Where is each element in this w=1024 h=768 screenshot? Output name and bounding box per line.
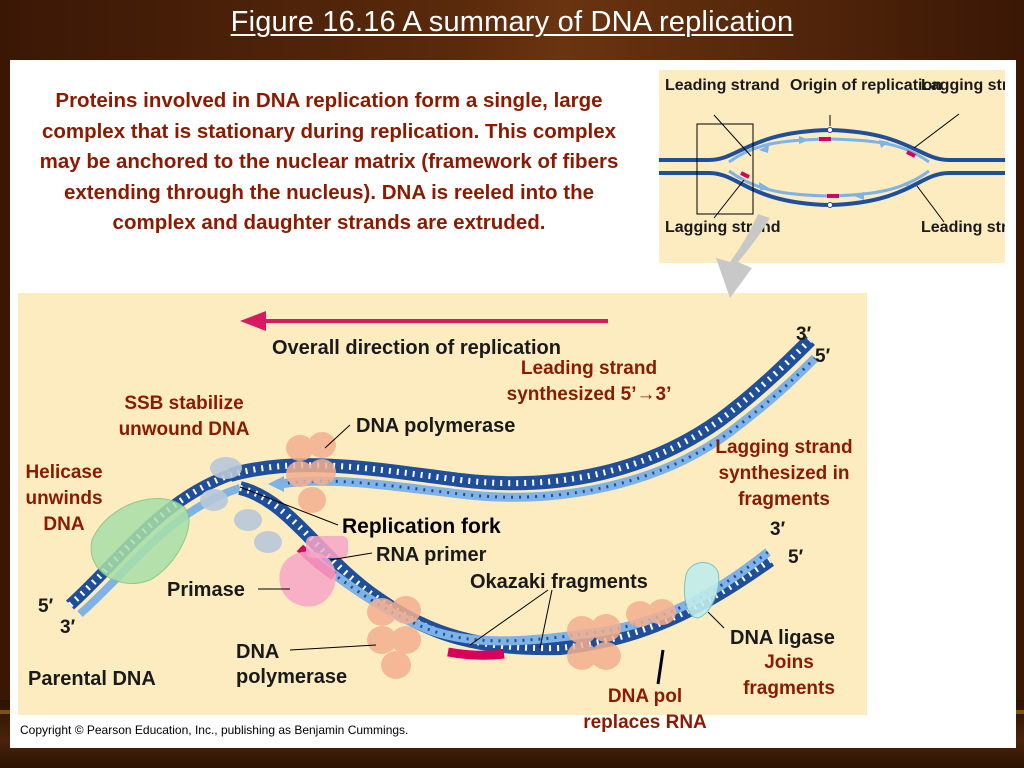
overview-panel: Leading strand Origin of replication Lag… [659,70,1024,263]
label-okazaki: Okazaki fragments [470,571,648,593]
anno-helicase-line3: DNA [43,514,85,535]
overview-leader-5 [916,185,945,223]
overview-leader-4 [713,179,745,219]
label-dna-polymerase-bottom-1: DNA [236,641,279,663]
anno-joins-line1: Joins [764,652,814,673]
overview-label-lagging-top: Lagging strand [921,77,1005,94]
label-end-3-left: 3′ [60,617,76,638]
overview-leader-3 [913,113,960,149]
leader-dna-pol-top [324,424,351,449]
slide-title: Figure 16.16 A summary of DNA replicatio… [230,6,794,38]
anno-leading-synth-line2: synthesized 5’→3’ [482,382,696,408]
overview-arrow-1 [759,145,769,153]
leader-dna-pol-replaces [656,649,665,685]
dna-polymerase-bottom [367,596,421,679]
label-end-3-top: 3′ [796,324,812,345]
anno-joins: Joins fragments [720,650,858,702]
overview-origin-top [827,127,833,133]
anno-dna-pol-line2: replaces RNA [583,712,707,733]
leader-okazaki-1 [469,589,549,646]
intro-text: Proteins involved in DNA replication for… [39,89,619,234]
dna-polymerase-top [286,432,336,513]
dna-ligase-shape [684,562,720,619]
anno-lagging: Lagging strand synthesized in fragments [696,435,872,513]
leader-rna-primer [329,552,373,561]
label-rna-primer: RNA primer [376,544,487,566]
leader-dna-ligase [707,611,725,629]
label-dna-polymerase-bottom-2: polymerase [236,666,347,688]
label-replication-fork: Replication fork [342,515,501,538]
label-parental-dna: Parental DNA [28,668,156,690]
label-end-5-mid: 5′ [788,547,804,568]
overview-box [696,123,754,215]
zoom-arrow [716,214,770,298]
ssb-protein-4 [254,531,282,553]
anno-leading-synth-line1: Leading strand [520,358,658,379]
anno-leading-synth-part3: 3’ [655,384,672,405]
right-arrow-icon: → [636,384,656,405]
leader-replication-fork [239,486,339,526]
label-primase: Primase [167,579,245,601]
rna-primer-okazaki [447,647,505,660]
direction-arrowhead [240,311,266,331]
anno-dna-pol-line1: DNA pol [607,686,683,707]
leader-dna-pol-bottom [289,644,377,651]
overview-arrow-5 [854,192,864,200]
label-dna-ligase: DNA ligase [730,627,835,649]
overview-primer-3 [740,171,750,179]
label-end-5-left: 5′ [38,596,54,617]
overview-leader-1 [713,114,752,157]
anno-helicase: Helicase unwinds DNA [10,460,118,538]
overview-arrow-6 [904,179,914,187]
overview-label-leading-bottom: Leading strand [921,219,1005,236]
ssb-protein-3 [234,509,262,531]
dna-polymerase-right [567,599,676,670]
label-dna-polymerase-top: DNA polymerase [356,415,515,437]
anno-dna-pol: DNA pol replaces RNA [562,684,728,736]
overview-label-origin: Origin of replication [790,77,942,94]
ssb-protein-1 [210,457,242,479]
primase-top-block [306,536,348,558]
label-end-5-top: 5′ [815,346,831,367]
anno-ssb: SSB stabilize unwound DNA [98,391,270,443]
anno-helicase-line2: unwinds [25,488,103,509]
anno-ssb-line2: unwound DNA [118,419,250,440]
overview-arrow-3 [879,140,889,148]
anno-lagging-line3: fragments [738,489,830,510]
parental-dna-outer-ticks [67,472,232,608]
overview-label-leading-top: Leading strand [665,77,780,94]
anno-lagging-line2: synthesized in [718,463,850,484]
copyright-text: Copyright © Pearson Education, Inc., pub… [20,723,409,737]
label-end-3-mid: 3′ [770,519,786,540]
overview-origin-bottom [827,202,833,208]
overview-primer-2 [906,150,916,158]
overall-direction-label: Overall direction of replication [272,337,561,359]
leader-okazaki-2 [539,589,553,649]
anno-leading-synth: Leading strand synthesized 5’→3’ [482,356,696,408]
anno-lagging-line1: Lagging strand [715,437,853,458]
anno-leading-synth-part1: synthesized 5’ [506,384,637,405]
anno-ssb-line1: SSB stabilize [124,393,244,414]
primase-shape [279,551,336,607]
anno-joins-line2: fragments [743,678,835,699]
anno-helicase-line1: Helicase [25,462,103,483]
leading-strand-arrowhead [268,476,284,492]
overview-arrow-2 [799,136,809,144]
leading-new-ticks [279,356,817,499]
ssb-protein-2 [200,489,228,511]
helicase-shape [90,498,190,584]
overview-arrow-4 [759,182,769,191]
overview-diagram: Leading strand Origin of replication Lag… [659,77,1024,236]
